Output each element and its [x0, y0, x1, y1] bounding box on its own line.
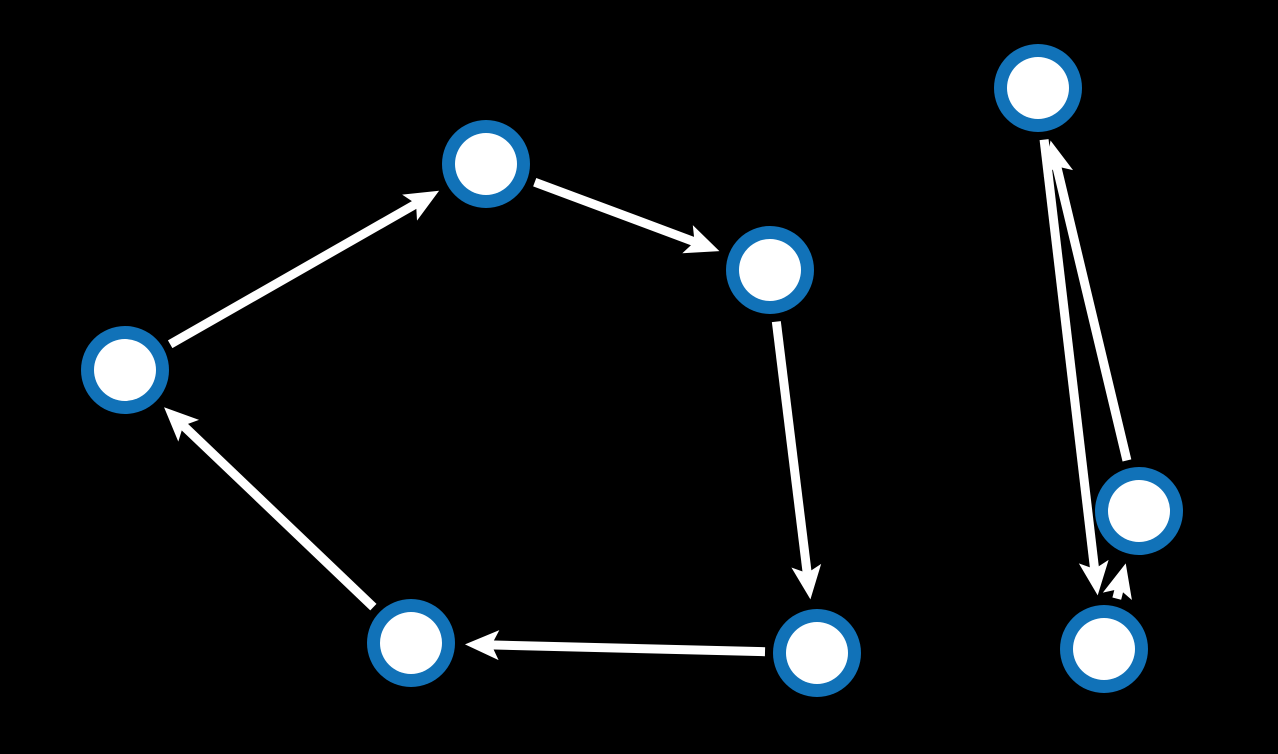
edge-arrowhead-icon [1102, 563, 1132, 600]
edge-line [167, 198, 421, 349]
graph-node-n8[interactable] [367, 599, 455, 687]
edge-arrowhead-icon [791, 563, 822, 600]
edge-line [771, 321, 812, 576]
graph-node-n4[interactable] [994, 44, 1082, 132]
graph-edge-n6-to-n5 [1102, 563, 1132, 600]
edge-line [178, 420, 377, 611]
edge-line [489, 640, 766, 657]
graph-edge-n5-to-n4 [1043, 140, 1132, 462]
node-core [786, 622, 848, 684]
edge-arrowhead-icon [464, 630, 500, 661]
edge-line [1051, 163, 1132, 462]
graph-node-n7[interactable] [773, 609, 861, 697]
graph-edge-n8-to-n1 [164, 407, 377, 611]
node-core [455, 133, 517, 195]
node-core [380, 612, 442, 674]
node-core [739, 239, 801, 301]
graph-edge-n2-to-n3 [533, 177, 720, 254]
edge-arrowhead-icon [164, 407, 200, 442]
edge-arrowhead-icon [402, 190, 440, 221]
edge-line [533, 177, 699, 247]
edge-line [1039, 139, 1100, 572]
edge-arrowhead-icon [1078, 559, 1109, 596]
graph-node-n5[interactable] [1095, 467, 1183, 555]
graph-node-n6[interactable] [1060, 605, 1148, 693]
node-core [1007, 57, 1069, 119]
node-core [1073, 618, 1135, 680]
node-core [1108, 480, 1170, 542]
graph-edge-n1-to-n2 [167, 190, 440, 349]
node-layer [81, 44, 1183, 697]
graph-node-n3[interactable] [726, 226, 814, 314]
graph-node-n2[interactable] [442, 120, 530, 208]
graph-edge-n4-to-n6 [1039, 139, 1109, 596]
node-core [94, 339, 156, 401]
edge-layer [164, 139, 1132, 661]
edge-arrowhead-icon [1043, 140, 1074, 178]
graph-node-n1[interactable] [81, 326, 169, 414]
graph-edge-n3-to-n7 [771, 321, 822, 600]
edge-arrowhead-icon [682, 225, 720, 254]
graph-edge-n7-to-n8 [464, 630, 766, 661]
